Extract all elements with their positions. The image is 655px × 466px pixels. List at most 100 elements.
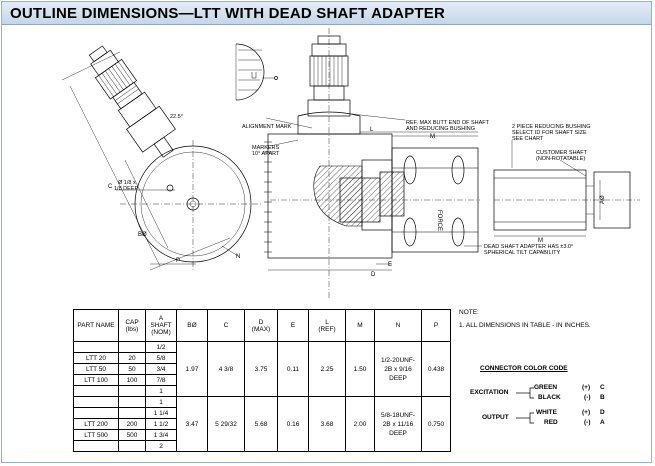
wire-sign: (-) bbox=[584, 394, 591, 401]
connector-brackets bbox=[516, 387, 534, 424]
col-l: L(REF) bbox=[308, 309, 346, 342]
tilt-label-2: SPHERICAL TILT CAPABILITY bbox=[484, 250, 560, 256]
title-bar: OUTLINE DIMENSIONS—LTT WITH DEAD SHAFT A… bbox=[2, 2, 651, 25]
notes-heading: NOTE: bbox=[459, 309, 479, 316]
connector-color-code: CONNECTOR COLOR CODE EXCITATION OUTPUT G… bbox=[458, 365, 628, 435]
outline-drawing: C BØ P N Ø 1/8 x 1/8 DEEP 22.5° bbox=[61, 28, 640, 300]
c-cell: 4 3/8 bbox=[207, 341, 245, 397]
page-title: OUTLINE DIMENSIONS—LTT WITH DEAD SHAFT A… bbox=[10, 5, 446, 22]
markers-spacing-label: 10° APART bbox=[252, 151, 280, 157]
shaft-cell: 2 bbox=[145, 440, 177, 452]
angle-label: 22.5° bbox=[170, 114, 183, 120]
part-name-cell: LTT 500 bbox=[73, 429, 119, 441]
p-cell: 0.750 bbox=[421, 396, 451, 452]
ref-max-label-1: REF. MAX BUTT END OF SHAFT bbox=[406, 120, 490, 126]
d-cell: 5.68 bbox=[244, 396, 278, 452]
table-row: 2 bbox=[73, 440, 451, 452]
bushing-label-2: SELECT ID FOR SHAFT SIZE bbox=[512, 130, 587, 136]
e-cell: 0.16 bbox=[277, 396, 309, 452]
d-cell: 3.75 bbox=[244, 341, 278, 397]
note-item: 1. ALL DIMENSIONS IN TABLE - IN INCHES. bbox=[459, 322, 591, 329]
dim-e-label: E bbox=[388, 262, 392, 268]
wire-color: GREEN bbox=[534, 384, 558, 391]
col-e: E bbox=[277, 309, 309, 342]
shaft-cell: 1 1/2 bbox=[145, 418, 177, 430]
part-name-cell: LTT 100 bbox=[73, 374, 119, 386]
shaft-cell: 1 3/4 bbox=[145, 429, 177, 441]
wire-pin: C bbox=[600, 384, 605, 391]
shaft-cell: 3/4 bbox=[145, 363, 177, 375]
table-row: LTT 100 100 7/8 bbox=[73, 374, 451, 386]
col-c: C bbox=[207, 309, 245, 342]
shaft-cell: 1/2 bbox=[145, 341, 177, 353]
connector-end-view bbox=[235, 43, 278, 101]
b-cell: 1.97 bbox=[176, 341, 208, 397]
table-row: 1 3.47 5 29/32 5.68 0.16 3.68 2.00 5/8-1… bbox=[73, 396, 451, 452]
connector-title: CONNECTOR COLOR CODE bbox=[480, 365, 568, 372]
col-m: M bbox=[345, 309, 375, 342]
wire-sign: (+) bbox=[582, 384, 591, 391]
cap-cell: 200 bbox=[118, 418, 146, 430]
dim-n-label: N bbox=[236, 254, 240, 260]
b-cell: 3.47 bbox=[176, 396, 208, 452]
l-cell: 3.68 bbox=[308, 396, 346, 452]
tilt-label-1: DEAD SHAFT ADAPTER HAS ±3.0° bbox=[484, 244, 573, 250]
ref-max-label-2: AND REDUCING BUSHING bbox=[406, 126, 475, 132]
dim-m2-label: M bbox=[538, 238, 543, 244]
m-cell: 1.50 bbox=[345, 341, 375, 397]
shaft-view: AØ M 2 PIECE REDUCING BUSHING SELECT ID … bbox=[493, 124, 640, 244]
angled-connector bbox=[88, 45, 176, 158]
dim-d-label: D bbox=[371, 272, 376, 278]
hole-note-1: Ø 1/8 x bbox=[118, 180, 136, 186]
e-cell: 0.11 bbox=[277, 341, 309, 397]
hole-note-2: 1/8 DEEP bbox=[114, 186, 138, 192]
wire-color: WHITE bbox=[536, 409, 557, 416]
customer-shaft-label-2: (NON-ROTATABLE) bbox=[536, 156, 585, 162]
dim-l-label: L bbox=[370, 127, 374, 133]
wire-pin: A bbox=[600, 419, 605, 426]
part-name-cell: LTT 50 bbox=[73, 363, 119, 375]
output-label: OUTPUT bbox=[482, 414, 509, 421]
part-name-cell: LTT 20 bbox=[73, 352, 119, 364]
dim-p-label: P bbox=[176, 258, 180, 264]
col-d: D(MAX) bbox=[244, 309, 278, 342]
dim-c-label: C bbox=[108, 184, 113, 190]
p-cell: 0.438 bbox=[421, 341, 451, 397]
cap-cell: 100 bbox=[118, 374, 146, 386]
l-cell: 2.25 bbox=[308, 341, 346, 397]
alignment-mark-label: ALIGNMENT MARK bbox=[242, 124, 292, 130]
wire-sign: (-) bbox=[584, 419, 591, 426]
shaft-cell: 5/8 bbox=[145, 352, 177, 364]
cap-cell: 20 bbox=[118, 352, 146, 364]
part-name-cell: LTT 200 bbox=[73, 418, 119, 430]
shaft-cell: 1 bbox=[145, 385, 177, 397]
bushing-label-3: SEE CHART bbox=[512, 136, 544, 142]
shaft-cell: 1 1/4 bbox=[145, 407, 177, 419]
wire-pin: D bbox=[600, 409, 605, 416]
m-cell: 2.00 bbox=[345, 396, 375, 452]
shaft-cell: 1 bbox=[145, 396, 177, 408]
notes: NOTE: 1. ALL DIMENSIONS IN TABLE - IN IN… bbox=[459, 309, 591, 335]
section-view: ALIGNMENT MARK MARKERS 10° APART REF. MA… bbox=[242, 28, 573, 300]
table-row: LTT 200 200 1 1/2 bbox=[73, 418, 451, 430]
wire-sign: (+) bbox=[582, 409, 591, 416]
wire-pin: B bbox=[600, 394, 605, 401]
wire-color: RED bbox=[544, 419, 558, 426]
cap-cell: 50 bbox=[118, 363, 146, 375]
bushing-label-1: 2 PIECE REDUCING BUSHING bbox=[512, 124, 591, 130]
cap-cell: 500 bbox=[118, 429, 146, 441]
force-label: FORCE bbox=[436, 210, 442, 231]
dim-b-label: BØ bbox=[138, 232, 147, 238]
markers-label: MARKERS bbox=[252, 145, 280, 151]
table-row: 1/2 1.97 4 3/8 3.75 0.11 2.25 1.50 1/2-2… bbox=[73, 341, 451, 397]
excitation-label: EXCITATION bbox=[470, 389, 509, 396]
c-cell: 5 29/32 bbox=[207, 396, 245, 452]
dim-m-label: M bbox=[430, 134, 435, 140]
shaft-cell: 7/8 bbox=[145, 374, 177, 386]
